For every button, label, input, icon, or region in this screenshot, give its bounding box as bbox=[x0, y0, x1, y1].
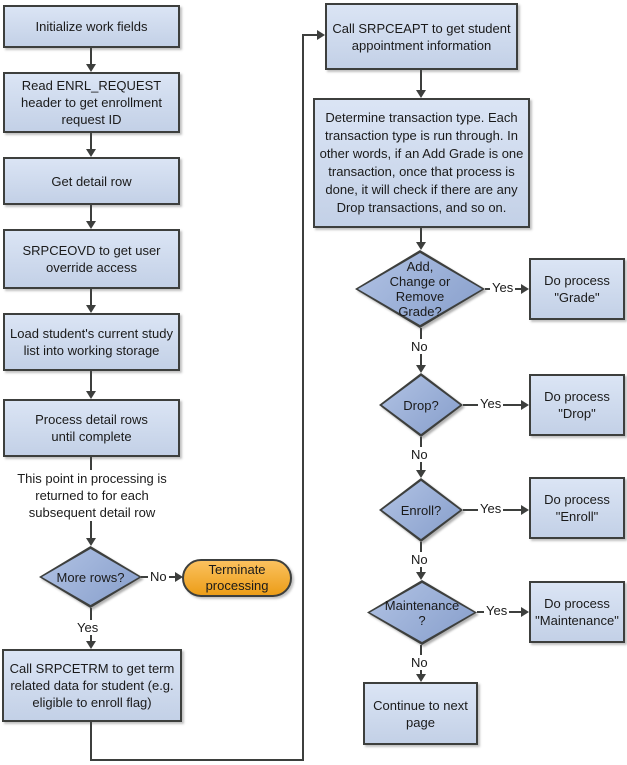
label-yes-drop: Yes bbox=[478, 396, 504, 411]
decision-enroll: Enroll? bbox=[379, 478, 463, 542]
edge-maintq-yes-arrowhead bbox=[521, 607, 529, 617]
return-point-note: This point in processing is returned to … bbox=[0, 470, 184, 521]
edge-srpceapt-determine-line bbox=[420, 70, 422, 91]
edge-maintq-no-arrowhead bbox=[416, 674, 426, 682]
edge-srpcetrm-connector-top bbox=[302, 34, 317, 36]
node-do-process-grade: Do process "Grade" bbox=[529, 258, 625, 320]
edge-srpcetrm-connector-up bbox=[302, 34, 304, 761]
node-read-enrl-request-header: Read ENRL_REQUEST header to get enrollme… bbox=[3, 72, 180, 133]
decision-maintenance-label: Maintenance ? bbox=[384, 597, 460, 628]
decision-grade-label: Add, Change or Remove Grade? bbox=[389, 259, 451, 319]
edge-morerows-no-arrowhead bbox=[175, 572, 183, 582]
edge-detail-ovd-line bbox=[90, 205, 92, 222]
edge-ovd-load-arrowhead bbox=[86, 305, 96, 313]
edge-srpcetrm-connector-down bbox=[90, 722, 92, 761]
edge-init-read-arrowhead bbox=[86, 64, 96, 72]
decision-enroll-label: Enroll? bbox=[400, 502, 442, 518]
edge-detail-ovd-arrowhead bbox=[86, 221, 96, 229]
edge-read-detail-line bbox=[90, 133, 92, 150]
node-call-srpceapt: Call SRPCEAPT to get student appointment… bbox=[325, 3, 518, 70]
edge-determine-gradeq-arrowhead bbox=[416, 242, 426, 250]
node-initialize-work-fields: Initialize work fields bbox=[3, 5, 180, 48]
label-yes-morerows: Yes bbox=[75, 620, 101, 635]
label-no-drop: No bbox=[409, 447, 430, 462]
edge-load-process-line bbox=[90, 371, 92, 392]
edge-load-process-arrowhead bbox=[86, 391, 96, 399]
node-do-process-maintenance: Do process "Maintenance" bbox=[529, 581, 625, 643]
terminator-terminate-processing: Terminate processing bbox=[182, 559, 292, 597]
label-no-maintenance: No bbox=[409, 655, 430, 670]
decision-drop: Drop? bbox=[379, 373, 463, 437]
edge-gradeq-yes-arrowhead bbox=[521, 284, 529, 294]
node-do-process-enroll: Do process "Enroll" bbox=[529, 477, 625, 539]
label-yes-enroll: Yes bbox=[478, 501, 504, 516]
edge-enrollq-yes-arrowhead bbox=[521, 505, 529, 515]
edge-dropq-yes-arrowhead bbox=[521, 400, 529, 410]
node-load-study-list: Load student's current study list into w… bbox=[3, 313, 180, 371]
label-yes-grade: Yes bbox=[490, 280, 516, 295]
edge-srpcetrm-srpceapt-arrowhead bbox=[317, 30, 325, 40]
node-continue-next-page: Continue to next page bbox=[363, 682, 478, 745]
edge-srpceapt-determine-arrowhead bbox=[416, 90, 426, 98]
edge-read-detail-arrowhead bbox=[86, 149, 96, 157]
edge-srpcetrm-connector-bottom bbox=[90, 759, 304, 761]
node-process-detail-rows: Process detail rows until complete bbox=[3, 399, 180, 457]
edge-determine-gradeq-line bbox=[420, 228, 422, 243]
label-no-morerows: No bbox=[148, 569, 169, 584]
node-get-detail-row: Get detail row bbox=[3, 157, 180, 205]
decision-more-rows: More rows? bbox=[39, 546, 142, 608]
label-no-grade: No bbox=[409, 339, 430, 354]
node-determine-transaction-type: Determine transaction type. Each transac… bbox=[313, 98, 530, 228]
label-no-enroll: No bbox=[409, 552, 430, 567]
label-yes-maintenance: Yes bbox=[484, 603, 510, 618]
edge-ovd-load-line bbox=[90, 289, 92, 306]
node-do-process-drop: Do process "Drop" bbox=[529, 374, 625, 436]
edge-gradeq-no-arrowhead bbox=[416, 365, 426, 373]
decision-more-rows-label: More rows? bbox=[56, 569, 125, 585]
edge-init-read-line bbox=[90, 48, 92, 65]
node-srpceovd-user-override: SRPCEOVD to get user override access bbox=[3, 229, 180, 289]
edge-process-morerows-arrowhead bbox=[86, 538, 96, 546]
decision-maintenance: Maintenance ? bbox=[367, 580, 477, 645]
edge-enrollq-no-arrowhead bbox=[416, 572, 426, 580]
decision-add-change-remove-grade: Add, Change or Remove Grade? bbox=[355, 250, 485, 328]
node-call-srpcetrm: Call SRPCETRM to get term related data f… bbox=[2, 649, 182, 722]
decision-drop-label: Drop? bbox=[403, 397, 439, 413]
edge-dropq-no-arrowhead bbox=[416, 470, 426, 478]
edge-morerows-yes-arrowhead bbox=[86, 641, 96, 649]
